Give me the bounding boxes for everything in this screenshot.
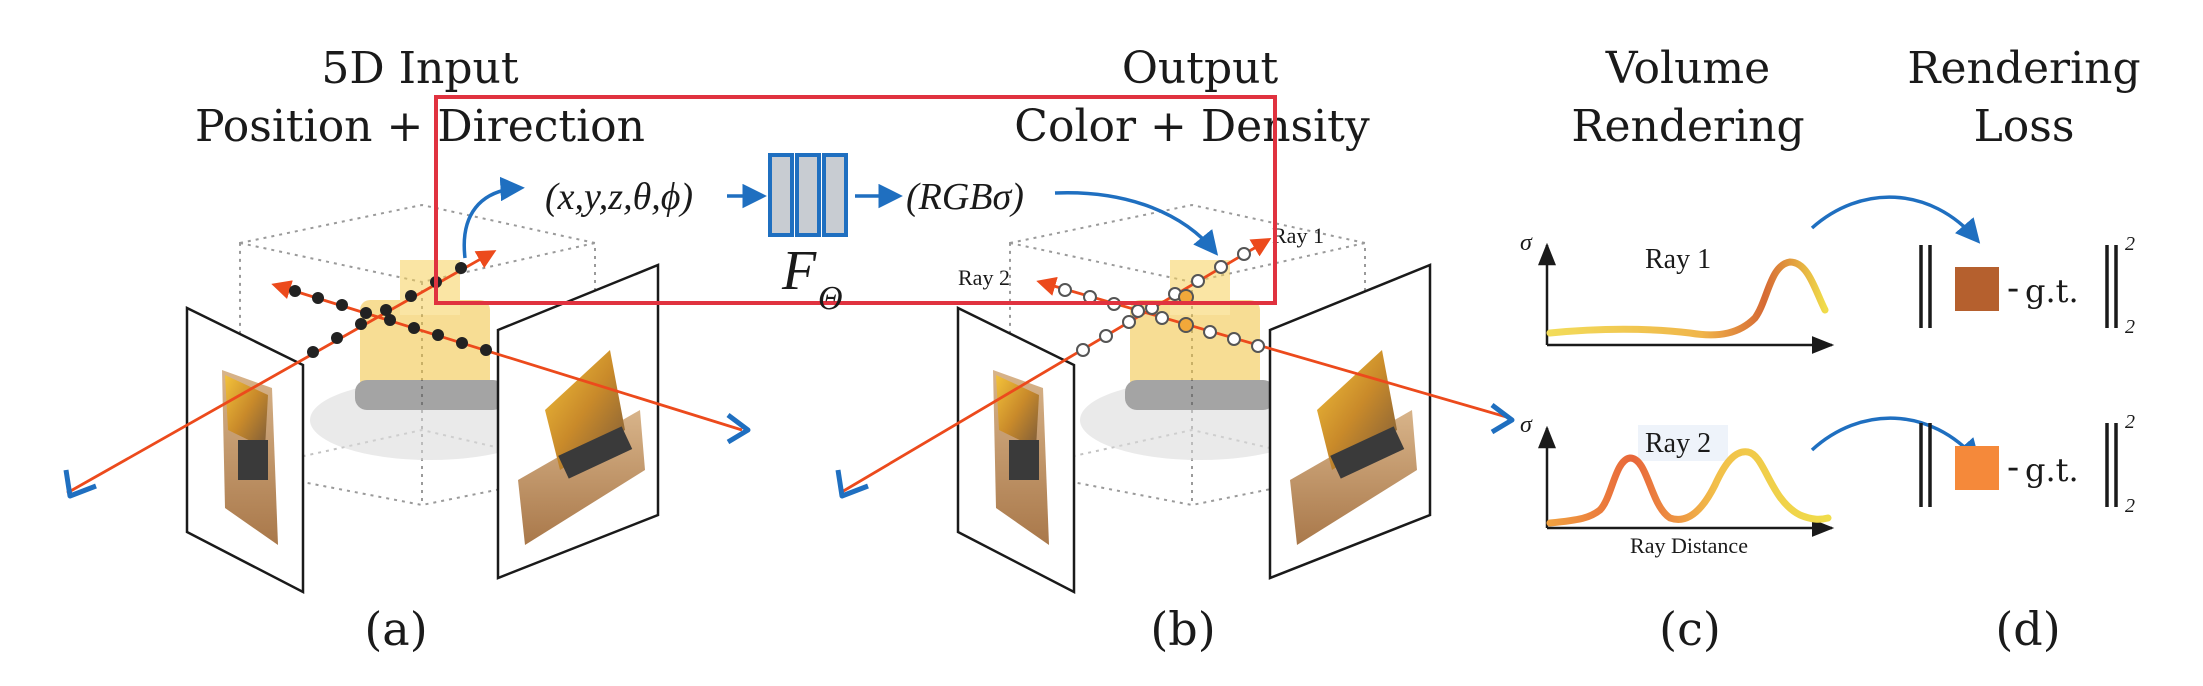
camera-icon bbox=[1490, 403, 1515, 435]
y-axis-symbol: σ bbox=[1520, 412, 1533, 438]
plot-ray-1: σ Ray 1 bbox=[1520, 230, 1835, 354]
input-curve-arrow bbox=[462, 176, 525, 259]
heading-d-line1: Rendering bbox=[1907, 43, 2140, 94]
norm-subscript-1: 2 bbox=[2125, 316, 2135, 338]
gt-label-1: g.t. bbox=[2025, 272, 2079, 310]
panel-label-b: (b) bbox=[1150, 602, 1215, 656]
pixel-swatch-1 bbox=[1955, 267, 1999, 311]
heading-c-line2: Rendering bbox=[1571, 101, 1804, 152]
loss-term-1: - g.t. 2 2 bbox=[1919, 233, 2135, 338]
plot-2-label: Ray 2 bbox=[1645, 428, 1711, 459]
panel-label-d: (d) bbox=[1995, 602, 2060, 656]
heading-a-line2: Position + Direction bbox=[195, 101, 645, 152]
network-layer bbox=[822, 153, 848, 237]
arrow-c-to-d-1 bbox=[1810, 195, 1981, 244]
x-axis-label: Ray Distance bbox=[1630, 533, 1748, 558]
loss-term-2: - g.t. 2 2 bbox=[1919, 411, 2135, 517]
camera-icon bbox=[835, 469, 869, 499]
panel-b-image-plane-left bbox=[956, 305, 1076, 595]
panel-b-image-plane-right bbox=[1268, 263, 1432, 580]
heading-c-line1: Volume bbox=[1605, 43, 1770, 94]
gt-label-2: g.t. bbox=[2025, 451, 2079, 489]
svg-text:-: - bbox=[2007, 268, 2019, 309]
panel-b-rays: Ray 1 Ray 2 bbox=[835, 223, 1515, 499]
camera-icon bbox=[726, 413, 751, 445]
camera-icon bbox=[63, 469, 97, 499]
y-axis-symbol: σ bbox=[1520, 230, 1533, 256]
heading-d-line2: Loss bbox=[1974, 101, 2075, 152]
pixel-swatch-2 bbox=[1955, 446, 1999, 490]
network-input: (x,y,z,θ,ϕ) bbox=[545, 176, 693, 218]
svg-text:-: - bbox=[2007, 447, 2019, 488]
plot-1-label: Ray 1 bbox=[1645, 244, 1711, 275]
network-block: (x,y,z,θ,ϕ) (RGBσ) F Θ bbox=[462, 153, 1219, 317]
panel-a-rays bbox=[63, 250, 751, 499]
density-curve-1 bbox=[1546, 258, 1829, 339]
panel-a-image-plane-left bbox=[185, 305, 305, 595]
ray-2-label: Ray 2 bbox=[958, 265, 1010, 290]
panel-label-a: (a) bbox=[364, 602, 427, 656]
ray-a-1 bbox=[66, 250, 497, 495]
density-curve-2 bbox=[1546, 448, 1832, 527]
network-function-label: F bbox=[781, 240, 817, 302]
network-output: (RGBσ) bbox=[906, 176, 1024, 218]
panel-label-c: (c) bbox=[1659, 602, 1721, 656]
norm-subscript-2: 2 bbox=[2125, 495, 2135, 517]
panel-a-image-plane-right bbox=[496, 263, 660, 580]
norm-superscript-2: 2 bbox=[2125, 411, 2135, 433]
arrow-c-to-d-2 bbox=[1810, 416, 1981, 464]
heading-b-line2: Color + Density bbox=[1014, 101, 1370, 152]
network-layer bbox=[768, 153, 794, 237]
network-layer bbox=[795, 153, 821, 237]
output-curve-arrow bbox=[1054, 191, 1219, 256]
ray-a-2 bbox=[271, 280, 743, 432]
heading-b-line1: Output bbox=[1122, 43, 1279, 94]
plot-ray-2: σ Ray 2 Ray Distance bbox=[1520, 412, 1835, 558]
norm-superscript-1: 2 bbox=[2125, 233, 2135, 255]
highlight-box bbox=[434, 95, 1277, 305]
heading-a-line1: 5D Input bbox=[321, 43, 518, 94]
ray-1-label: Ray 1 bbox=[1272, 223, 1324, 248]
network-function-subscript: Θ bbox=[818, 280, 843, 317]
